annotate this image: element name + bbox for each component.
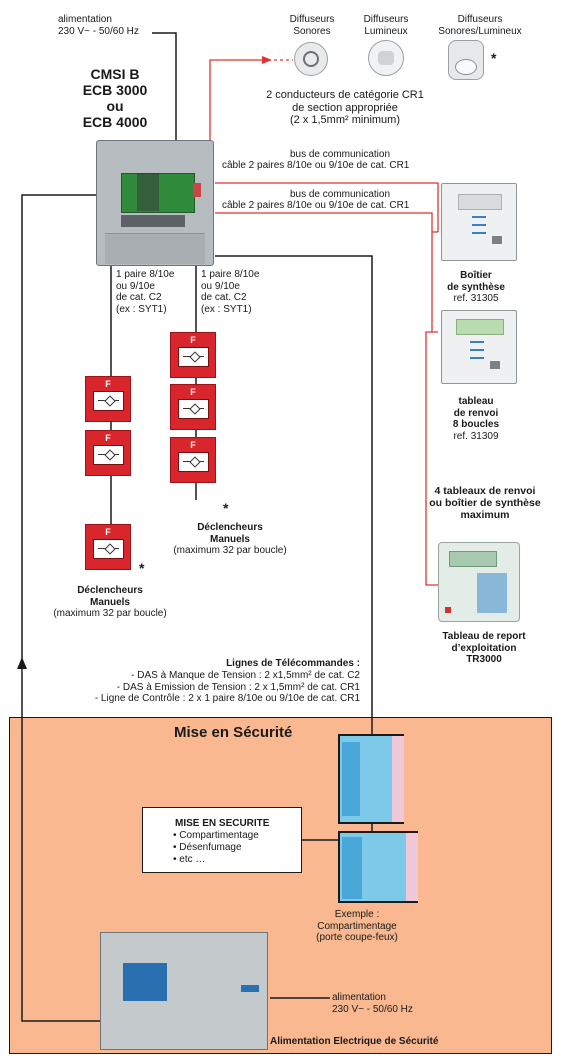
bus-cable-label-1: câble 2 paires 8/10e ou 9/10e de cat. CR… [222,160,410,171]
aes-cabinet [100,932,268,1050]
tableau-renvoi-device [441,310,517,384]
aes-label: Alimentation Electrique de Sécurité [270,1036,439,1047]
fire-door-top [338,734,404,824]
sound-diffuser-icon [294,42,328,76]
cmsi-connector-strip [121,215,185,227]
eaton-logo [241,985,259,992]
telecommandes-lines: - DAS à Manque de Tension : 2 x1,5mm² de… [94,670,360,704]
bus-label-1: bus de communication [289,149,391,160]
manual-call-point: F [85,376,131,422]
diffuser-asterisk: * [491,50,497,66]
mise-en-securite-title: Mise en Sécurité [174,724,293,741]
boitier-synthese-device [441,183,517,261]
mise-en-securite-box: MISE EN SECURITE • Compartimentage • Dés… [142,807,302,873]
aes-control-panel [123,963,167,1001]
bus-label-2: bus de communication [289,189,391,200]
manual-call-point: F [85,524,131,570]
mcp-asterisk-right: * [223,500,229,516]
light-diffuser-icon [368,40,404,76]
tr3000-device [438,542,520,622]
mcp-asterisk-left: * [139,560,145,576]
manual-call-point: F [85,430,131,476]
sound-light-diffuser-icon [448,40,484,80]
cmsi-lower-cover [105,233,205,264]
telecommandes-block: Lignes de Télécommandes : [226,658,360,669]
manual-call-point: F [170,332,216,378]
cmsi-cabinet [96,140,214,266]
example-label: Exemple :Compartimentage(porte coupe-feu… [316,909,398,943]
bus-cable-label-2: câble 2 paires 8/10e ou 9/10e de cat. CR… [222,200,410,211]
manual-call-point: F [170,384,216,430]
manual-call-point: F [170,437,216,483]
cmsi-terminal-block [137,173,159,211]
fire-door-bottom [338,831,418,903]
cmsi-indicator [193,183,201,197]
